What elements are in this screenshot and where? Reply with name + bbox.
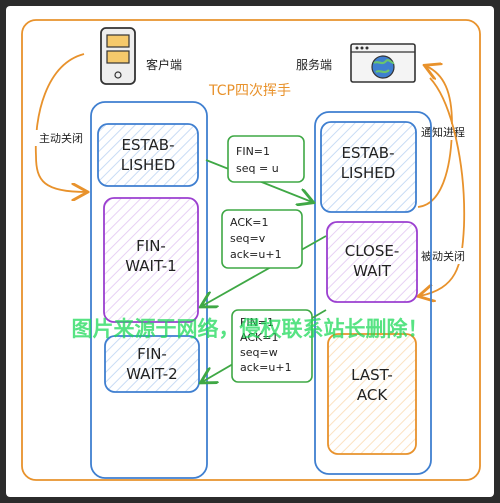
- message-ack-1-line1: ACK=1: [230, 216, 268, 229]
- client-column: [90, 101, 208, 479]
- diagram-title: TCP四次挥手: [208, 83, 291, 99]
- message-fin-ack-line1: FIN=1: [240, 316, 274, 329]
- message-fin-1-line1: FIN=1: [236, 145, 270, 158]
- state-estab-server-line2: LISHED: [341, 164, 396, 182]
- state-estab-client-line2: LISHED: [121, 156, 176, 174]
- diagram-canvas: 客户端 服务端 TCP四次挥手 主动关闭 通知进程 被动关闭 ESTAB- LI…: [6, 6, 494, 497]
- phone-icon: [100, 27, 136, 85]
- notify-process-bg: [416, 124, 472, 140]
- message-ack-1-line2: seq=v: [230, 232, 266, 245]
- passive-close-label: 被动关闭: [421, 249, 465, 263]
- message-fin-ack-line2: ACK=1: [240, 331, 278, 344]
- passive-close-bg: [416, 248, 472, 264]
- active-close-bg: [34, 130, 88, 146]
- state-last-ack-line2: ACK: [357, 386, 388, 404]
- state-fin-wait-2-line1: FIN-: [137, 345, 167, 363]
- browser-globe-icon: [350, 43, 416, 83]
- message-ack-1-line3: ack=u+1: [230, 248, 282, 261]
- state-close-wait: CLOSE- WAIT: [326, 221, 418, 303]
- state-estab-client-line1: ESTAB-: [122, 136, 175, 154]
- state-fin-wait-1: FIN- WAIT-1: [103, 197, 199, 323]
- state-estab-server-line1: ESTAB-: [342, 144, 395, 162]
- active-close-label: 主动关闭: [39, 131, 83, 145]
- outer-frame: [21, 19, 481, 481]
- state-close-wait-line1: CLOSE-: [345, 242, 400, 260]
- active-close-arrow: [34, 53, 86, 192]
- message-fin-ack: FIN=1 ACK=1 seq=w ack=u+1: [231, 309, 313, 383]
- state-estab-server: ESTAB- LISHED: [320, 121, 417, 213]
- state-last-ack-line1: LAST-: [351, 366, 393, 384]
- diagram-svg: 客户端 服务端 TCP四次挥手 主动关闭 通知进程 被动关闭 ESTAB- LI…: [21, 19, 481, 481]
- client-label: 客户端: [146, 57, 182, 72]
- state-fin-wait-1-line2: WAIT-1: [125, 257, 176, 275]
- state-fin-wait-2-line2: WAIT-2: [126, 365, 177, 383]
- message-fin-1: FIN=1 seq = u: [227, 135, 305, 183]
- message-ack-1: ACK=1 seq=v ack=u+1: [221, 209, 303, 269]
- server-label: 服务端: [296, 57, 332, 72]
- notify-process-label: 通知进程: [421, 125, 465, 139]
- state-estab-client: ESTAB- LISHED: [97, 123, 199, 187]
- ack-1-arrow: [202, 235, 327, 306]
- state-last-ack: LAST- ACK: [327, 333, 417, 455]
- state-fin-wait-1-line1: FIN-: [136, 237, 166, 255]
- message-fin-ack-line4: ack=u+1: [240, 361, 292, 374]
- watermark-text: 图片来源于网络，侵权联系站长删除！: [72, 317, 429, 341]
- passive-close-arrow: [420, 77, 466, 296]
- message-fin-1-line2: seq = u: [236, 162, 279, 175]
- state-fin-wait-2: FIN- WAIT-2: [104, 335, 200, 393]
- server-column: [314, 111, 432, 475]
- state-close-wait-line2: WAIT: [353, 262, 392, 280]
- message-fin-ack-line3: seq=w: [240, 346, 278, 359]
